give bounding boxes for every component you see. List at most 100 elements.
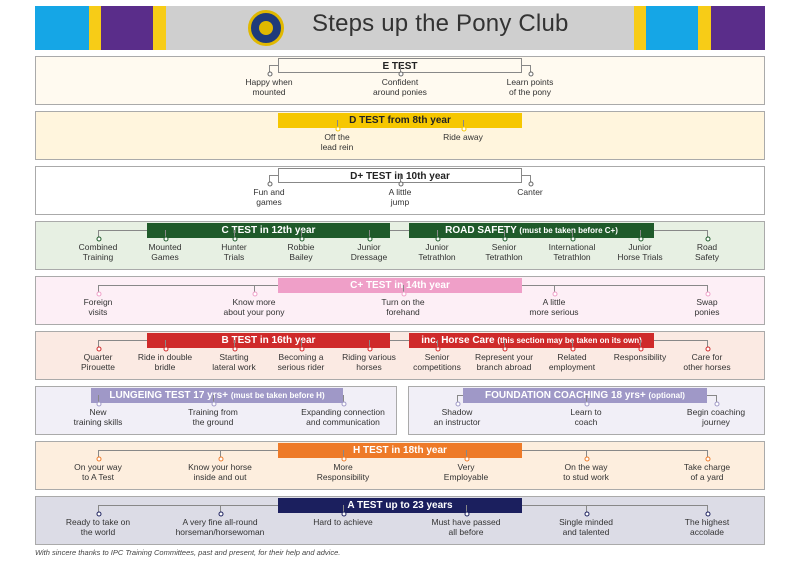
milestone-item: Take charge of a yard	[683, 462, 731, 482]
milestone-item: Swap ponies	[694, 297, 720, 317]
page-title: Steps up the Pony Club	[312, 10, 569, 37]
item-stem	[269, 65, 270, 73]
item-marker	[367, 236, 372, 242]
milestone-item: Learn points of the pony	[506, 77, 554, 97]
test-title-label: D TEST from 8th year	[349, 115, 451, 126]
item-marker	[335, 126, 340, 132]
test-title-bar: LUNGEING TEST 17 yrs+ (must be taken bef…	[91, 388, 343, 403]
milestone-item: Junior Horse Trials	[617, 242, 663, 262]
milestone-item: Combined Training	[78, 242, 118, 262]
item-marker	[552, 291, 557, 297]
item-stem	[337, 120, 338, 128]
milestone-item: Shadow an instructor	[433, 407, 481, 427]
item-stem	[707, 505, 708, 513]
test-title-bar: inc. Horse Care (this section may be tak…	[409, 333, 654, 348]
test-title-label: D+ TEST in 10th year	[350, 171, 450, 182]
item-marker	[341, 401, 346, 407]
item-marker	[705, 346, 710, 352]
test-title-note: (must be taken before C+)	[519, 226, 618, 235]
milestone-item: Senior Tetrathlon	[485, 242, 523, 262]
item-stem	[466, 505, 467, 513]
test-title-label: E TEST	[382, 61, 418, 72]
pony-club-logo-icon	[248, 10, 284, 46]
milestone-item: On the way to stud work	[563, 462, 609, 482]
item-stem	[640, 340, 641, 348]
test-title-bar: C+ TEST in 14th year	[278, 278, 522, 293]
item-stem	[343, 505, 344, 513]
item-marker	[584, 401, 589, 407]
item-stem	[707, 450, 708, 458]
test-title-label: ROAD SAFETY	[445, 225, 517, 236]
item-marker	[252, 291, 257, 297]
item-stem	[463, 120, 464, 128]
milestone-item: Hard to achieve	[313, 517, 373, 527]
test-title-label: A TEST up to 23 years	[347, 500, 453, 511]
item-stem	[554, 285, 555, 293]
milestone-item: Responsibility	[613, 352, 667, 362]
milestone-item: More Responsibility	[316, 462, 370, 482]
item-marker	[705, 291, 710, 297]
test-title-label: C TEST in 12th year	[221, 225, 316, 236]
item-marker	[218, 456, 223, 462]
header-stripe-blue-right	[646, 6, 698, 50]
item-marker	[218, 511, 223, 517]
item-stem	[400, 175, 401, 183]
header-stripe-yellow-right	[634, 6, 646, 50]
item-marker	[584, 456, 589, 462]
header-stripe-purple-right	[711, 6, 765, 50]
item-marker	[163, 236, 168, 242]
item-marker	[705, 456, 710, 462]
item-marker	[464, 456, 469, 462]
milestone-item: Off the lead rein	[320, 132, 354, 152]
connector-line	[98, 230, 707, 231]
item-marker	[570, 236, 575, 242]
milestone-item: Know more about your pony	[223, 297, 285, 317]
item-stem	[220, 450, 221, 458]
item-marker	[232, 346, 237, 352]
milestone-item: Riding various horses	[342, 352, 396, 372]
test-title-bar: H TEST in 18th year	[278, 443, 522, 458]
test-title-label: H TEST in 18th year	[353, 445, 447, 456]
milestone-item: A little more serious	[529, 297, 579, 317]
milestone-item: New training skills	[73, 407, 123, 427]
header-stripe-purple-left	[101, 6, 153, 50]
item-stem	[343, 450, 344, 458]
milestone-item: A very fine all-round horseman/horsewoma…	[175, 517, 265, 537]
milestone-item: Robbie Bailey	[287, 242, 315, 262]
item-stem	[586, 505, 587, 513]
item-marker	[461, 126, 466, 132]
connector-line	[98, 340, 707, 341]
item-stem	[343, 395, 344, 403]
item-stem	[369, 340, 370, 348]
milestone-item: Must have passed all before	[431, 517, 501, 537]
milestone-item: Very Employable	[443, 462, 489, 482]
item-stem	[98, 450, 99, 458]
test-title-bar: A TEST up to 23 years	[278, 498, 522, 513]
header-band	[166, 6, 634, 50]
milestone-item: Know your horse inside and out	[188, 462, 252, 482]
milestone-item: Mounted Games	[148, 242, 182, 262]
item-stem	[504, 340, 505, 348]
item-marker	[502, 236, 507, 242]
item-marker	[464, 511, 469, 517]
milestone-item: Senior competitions	[413, 352, 461, 372]
test-title-bar: D TEST from 8th year	[278, 113, 522, 128]
item-marker	[638, 236, 643, 242]
item-stem	[530, 65, 531, 73]
item-stem	[707, 285, 708, 293]
test-title-bar: FOUNDATION COACHING 18 yrs+ (optional)	[463, 388, 707, 403]
item-marker	[96, 291, 101, 297]
item-stem	[369, 230, 370, 238]
item-marker	[435, 346, 440, 352]
test-title-label: B TEST in 16th year	[221, 335, 316, 346]
item-marker	[435, 236, 440, 242]
item-stem	[254, 285, 255, 293]
item-marker	[638, 346, 643, 352]
item-stem	[98, 230, 99, 238]
item-marker	[584, 511, 589, 517]
item-stem	[98, 285, 99, 293]
test-title-note: (this section may be taken on its own)	[497, 336, 642, 345]
test-title-label: LUNGEING TEST 17 yrs+	[109, 390, 229, 401]
item-marker	[211, 401, 216, 407]
item-marker	[528, 181, 533, 187]
